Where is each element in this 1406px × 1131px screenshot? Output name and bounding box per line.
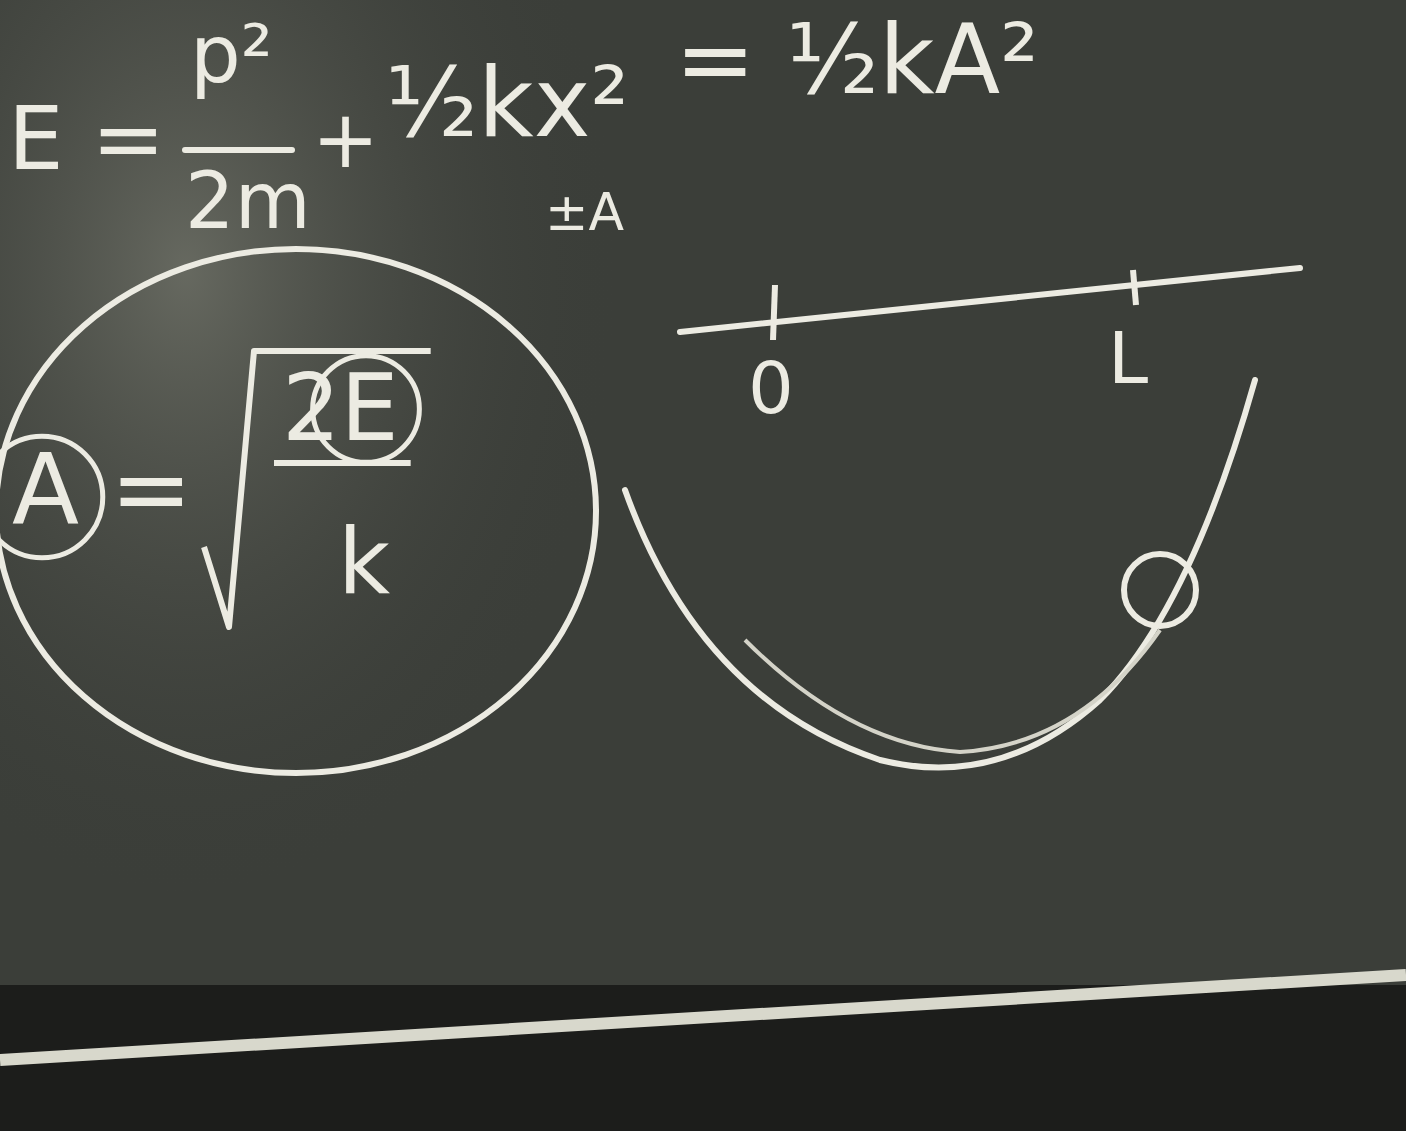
chalk-equation: ±A	[545, 186, 624, 238]
chalk-equation: 2m	[185, 162, 311, 240]
fraction-bar	[274, 460, 411, 466]
potential-well	[625, 380, 1255, 768]
chalk-tray	[0, 975, 1406, 1060]
chalk-equation: +	[312, 100, 379, 180]
chalk-equation: = ½kA²	[675, 12, 1039, 108]
potential-well-trace	[745, 630, 1160, 752]
ellipse	[0, 249, 596, 773]
chalk-equation: p²	[190, 15, 273, 95]
circled-formula: A = 2E k	[0, 245, 592, 777]
chalk-equation: ½kx²	[385, 55, 629, 151]
board-ledge	[0, 985, 1406, 1131]
formula-text: 2E	[282, 363, 399, 455]
fraction-bar	[185, 147, 292, 153]
ball	[1124, 554, 1196, 626]
chalk-equation: L	[1108, 322, 1148, 394]
tick-mark	[1133, 270, 1136, 305]
chalk-equation: 0	[748, 352, 794, 424]
chalk-equation: E =	[8, 95, 165, 183]
formula-text: k	[338, 517, 390, 607]
sqrt-sign	[204, 351, 431, 627]
tick-mark	[773, 285, 775, 340]
formula-text: A =	[12, 440, 192, 538]
